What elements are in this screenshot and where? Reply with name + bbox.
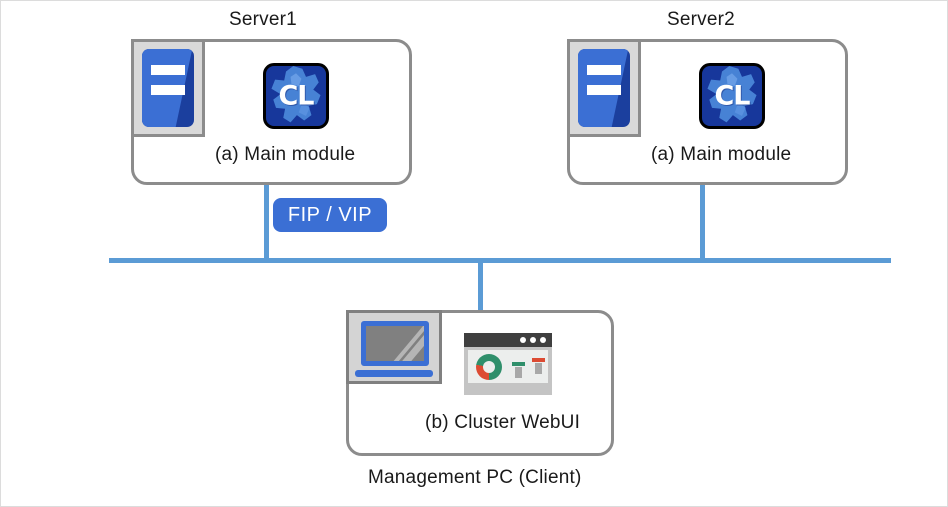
laptop-screen bbox=[361, 321, 429, 366]
server1-clusterpro-cl-icon: CL bbox=[263, 63, 329, 129]
browser-dot-3 bbox=[540, 337, 546, 343]
server2-drop-line bbox=[700, 185, 705, 261]
mini-bar-red-cap bbox=[532, 358, 545, 362]
management-pc-drop-line bbox=[478, 260, 483, 312]
server-rack-slot-1 bbox=[151, 65, 185, 75]
management-pc-laptop-icon bbox=[346, 310, 442, 384]
browser-content bbox=[468, 350, 548, 383]
server2-caption: Server2 bbox=[667, 9, 735, 30]
server-rack-slot-2 bbox=[587, 85, 621, 95]
cl-icon-label: CL bbox=[714, 80, 750, 112]
server1-drop-line bbox=[264, 185, 269, 261]
fip-vip-badge: FIP / VIP bbox=[273, 198, 387, 232]
cl-icon-label: CL bbox=[278, 80, 314, 112]
donut-chart-icon bbox=[476, 354, 502, 380]
server1-module-label: (a) Main module bbox=[215, 144, 356, 165]
server-rack-body bbox=[142, 49, 194, 127]
network-bus-line bbox=[109, 258, 891, 263]
mini-bar-green-stem bbox=[515, 367, 522, 378]
management-pc-browser-dashboard-icon bbox=[464, 333, 552, 395]
mini-bar-red-stem bbox=[535, 363, 542, 374]
server2-server-rack-icon bbox=[567, 39, 641, 137]
laptop-base bbox=[355, 370, 433, 377]
server1-server-rack-icon bbox=[131, 39, 205, 137]
browser-dot-2 bbox=[530, 337, 536, 343]
browser-dot-1 bbox=[520, 337, 526, 343]
server2-module-label: (a) Main module bbox=[651, 144, 792, 165]
management-pc-caption: Management PC (Client) bbox=[368, 467, 582, 488]
server2-clusterpro-cl-icon: CL bbox=[699, 63, 765, 129]
mini-bar-green-cap bbox=[512, 362, 525, 366]
server-rack-slot-2 bbox=[151, 85, 185, 95]
server-rack-body bbox=[578, 49, 630, 127]
server-rack-slot-1 bbox=[587, 65, 621, 75]
browser-titlebar bbox=[464, 333, 552, 347]
management-pc-module-label: (b) Cluster WebUI bbox=[425, 412, 581, 433]
server1-caption: Server1 bbox=[229, 9, 297, 30]
